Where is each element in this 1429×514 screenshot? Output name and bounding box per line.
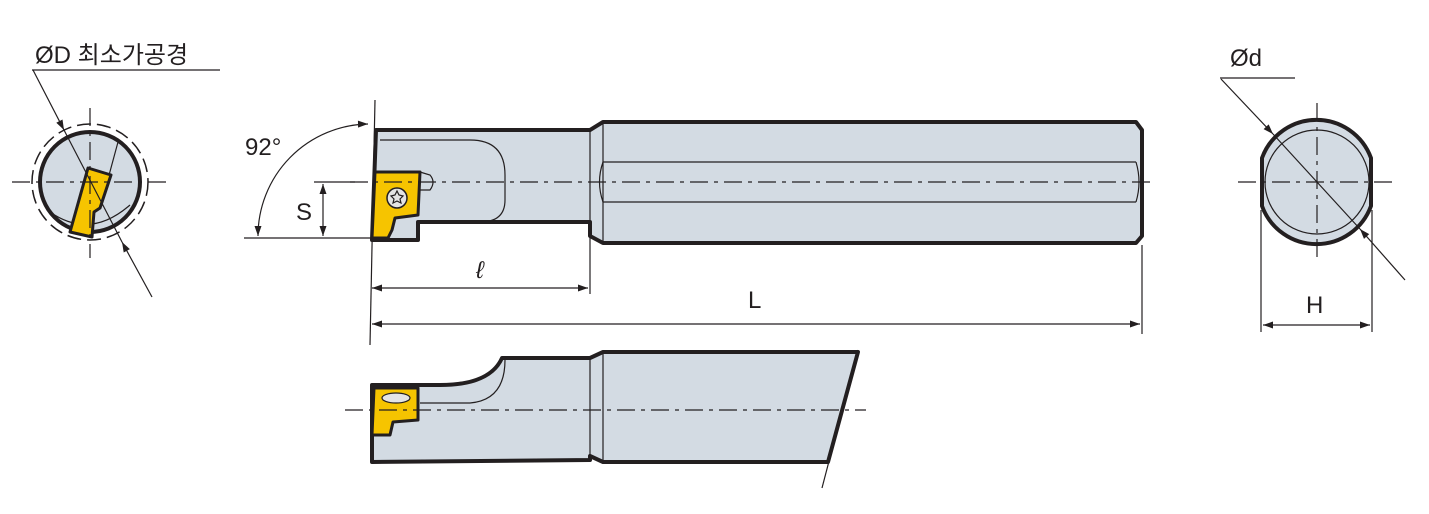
flat-width-label: H <box>1306 292 1323 319</box>
angle-label: 92° <box>245 134 281 161</box>
overall-length-label: L <box>748 287 761 314</box>
shank-diameter-label: Ød <box>1230 45 1262 72</box>
side-view <box>345 349 866 489</box>
bar-body-side <box>370 350 860 464</box>
top-view: 92° S ℓ L <box>244 99 1152 346</box>
end-view-shank: Ød H <box>1220 45 1406 332</box>
insert-screw-icon <box>386 187 408 209</box>
min-bore-label: ØD 최소가공경 <box>35 42 188 69</box>
bar-body-top <box>370 120 1144 245</box>
offset-label: S <box>296 199 312 226</box>
head-length-label: ℓ <box>475 257 485 284</box>
end-view-min-bore: ØD 최소가공경 <box>12 42 220 298</box>
